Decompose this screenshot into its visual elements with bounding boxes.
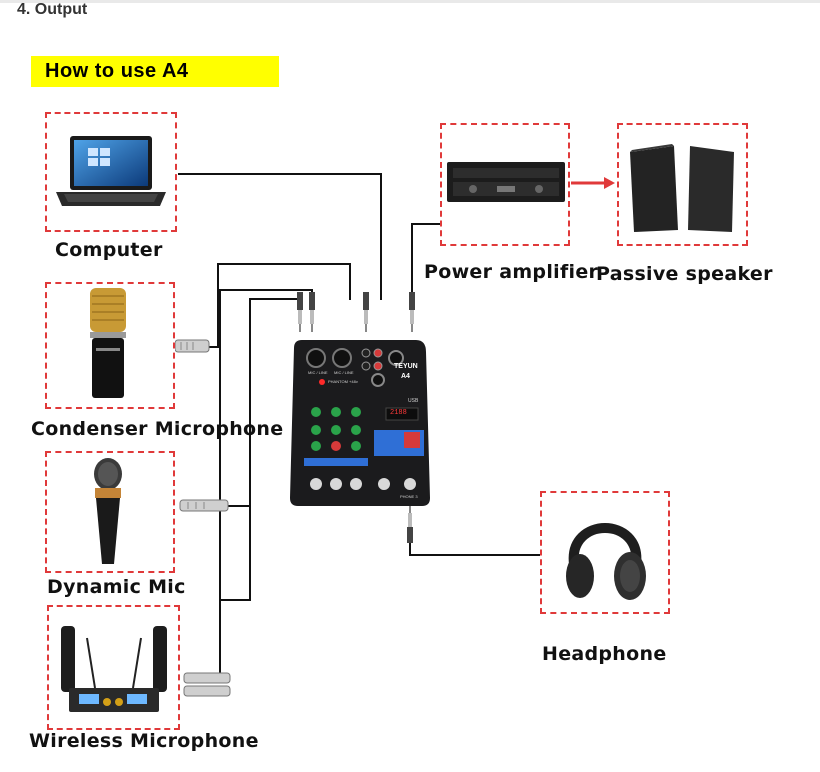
laptop-image xyxy=(56,136,166,206)
xlr-plug-condenser xyxy=(174,339,210,353)
passive-speaker-image xyxy=(630,144,734,232)
bottom-jack xyxy=(407,505,413,543)
passive-speaker-label: Passive speaker xyxy=(596,263,773,285)
xlr-plug-dynamic xyxy=(179,499,229,512)
mixer-a4: TEYUN A4 MIC / LINE MIC / LINE PHANTOM +… xyxy=(286,338,432,508)
title-banner: How to use A4 xyxy=(31,56,279,87)
mixer-phantom-label: PHANTOM +48v xyxy=(328,379,358,384)
dynamic-mic-label: Dynamic Mic xyxy=(47,576,186,598)
wireless-mic-label: Wireless Microphone xyxy=(29,730,259,752)
wireless-mic-image xyxy=(61,626,167,712)
condenser-mic-image xyxy=(90,288,126,398)
cable-condenser-mic xyxy=(205,263,351,348)
mixer-brand: TEYUN xyxy=(394,363,418,370)
headphone-image xyxy=(566,523,646,600)
cable-headphone xyxy=(409,520,542,556)
mixer-model: A4 xyxy=(401,373,410,380)
cable-computer xyxy=(178,173,382,300)
headphone-label: Headphone xyxy=(542,643,667,665)
xlr-plug-wireless-2 xyxy=(183,685,231,697)
mixer-output-label: PHONE 3 xyxy=(400,494,418,499)
mixer-input-label-1: MIC / LINE xyxy=(308,370,328,375)
mixer-display: 2188 xyxy=(390,409,407,417)
top-jacks xyxy=(297,292,415,332)
power-amplifier-label: Power amplifier xyxy=(424,261,599,283)
cable-power-amp xyxy=(411,223,440,300)
condenser-mic-label: Condenser Microphone xyxy=(31,418,284,440)
power-amplifier-image xyxy=(447,162,565,202)
page-heading: 4. Output xyxy=(17,1,88,18)
headphone-frame xyxy=(540,491,670,614)
dynamic-mic-image xyxy=(94,458,122,564)
cable-dynamic-mic xyxy=(220,505,251,601)
xlr-plug-wireless-1 xyxy=(183,672,231,684)
computer-label: Computer xyxy=(55,239,163,261)
arrow-head xyxy=(604,177,615,189)
cable-wireless-mic xyxy=(219,600,230,679)
banner-title: How to use A4 xyxy=(45,60,189,82)
mixer-usb-label: USB xyxy=(408,398,419,404)
mixer-input-label-2: MIC / LINE xyxy=(334,370,354,375)
top-rule xyxy=(0,0,820,3)
